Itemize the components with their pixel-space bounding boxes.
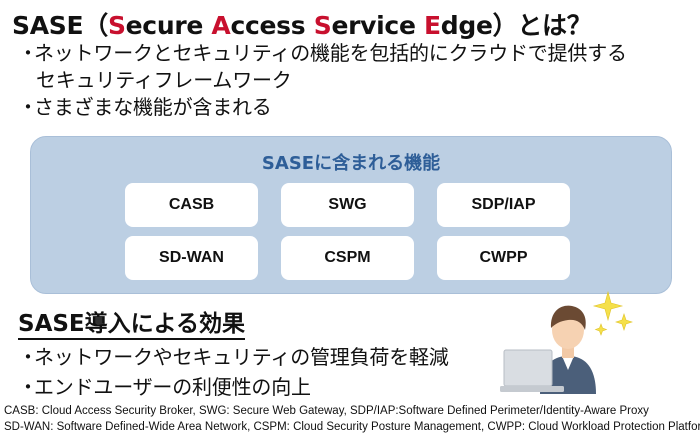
bullet-marker: ・ — [18, 345, 38, 369]
title-suffix: ）とは？ — [492, 11, 592, 40]
features-panel-title: SASEに含まれる機能 — [261, 153, 441, 174]
effects-text: エンドユーザーの利便性の向上 — [34, 375, 311, 399]
bullet-marker: ・ — [18, 375, 38, 399]
user-with-laptop-illustration — [500, 290, 633, 394]
title-prefix: SASE（ — [12, 11, 108, 40]
footnote-line: SD-WAN: Software Defined-Wide Area Netwo… — [4, 421, 700, 433]
effects-text: ネットワークやセキュリティの管理負荷を軽減 — [34, 345, 449, 369]
description-text: さまざまな機能が含まれる — [34, 95, 272, 119]
page-title: SASE（Secure Access Service Edge）とは？ — [12, 6, 592, 42]
effects-heading: SASE導入による効果 — [18, 310, 245, 340]
feature-chip-casb: CASB — [125, 183, 258, 227]
title-text-edge: dge — [440, 11, 493, 40]
effects-list: ・ネットワークやセキュリティの管理負荷を軽減 ・エンドユーザーの利便性の向上 — [18, 342, 449, 402]
sparkle-icon — [592, 290, 633, 336]
description-list: ・ネットワークとセキュリティの機能を包括的にクラウドで提供する セキュリティフレ… — [18, 40, 627, 121]
feature-chip-cwpp: CWPP — [437, 236, 570, 280]
title-highlight-s: S — [107, 11, 126, 40]
bullet-marker: ・ — [18, 95, 38, 119]
description-text: ネットワークとセキュリティの機能を包括的にクラウドで提供する — [34, 41, 627, 65]
title-text-secure: ecure — [125, 11, 212, 40]
person-icon — [540, 305, 596, 394]
laptop-icon — [500, 349, 564, 392]
effects-item: ・ネットワークやセキュリティの管理負荷を軽減 — [18, 342, 449, 372]
abbreviation-footnote: CASB: Cloud Access Security Broker, SWG:… — [4, 403, 700, 435]
features-panel: SASEに含まれる機能 CASB SWG SDP/IAP SD-WAN CSPM… — [30, 136, 672, 294]
title-text-access: ccess — [230, 11, 314, 40]
footnote-line: CASB: Cloud Access Security Broker, SWG:… — [4, 405, 649, 417]
description-item: ・さまざまな機能が含まれる — [18, 94, 627, 121]
feature-chip-sd-wan: SD-WAN — [125, 236, 258, 280]
feature-chip-cspm: CSPM — [281, 236, 414, 280]
title-text-service: ervice — [331, 11, 424, 40]
feature-chip-sdp-iap: SDP/IAP — [437, 183, 570, 227]
title-highlight-a: A — [211, 11, 231, 40]
feature-chip-swg: SWG — [281, 183, 414, 227]
description-text-continued: セキュリティフレームワーク — [36, 68, 292, 92]
effects-item: ・エンドユーザーの利便性の向上 — [18, 372, 449, 402]
title-highlight-e: E — [424, 11, 441, 40]
title-highlight-s2: S — [313, 11, 332, 40]
bullet-marker: ・ — [18, 41, 38, 65]
description-item: ・ネットワークとセキュリティの機能を包括的にクラウドで提供する セキュリティフレ… — [18, 40, 627, 94]
